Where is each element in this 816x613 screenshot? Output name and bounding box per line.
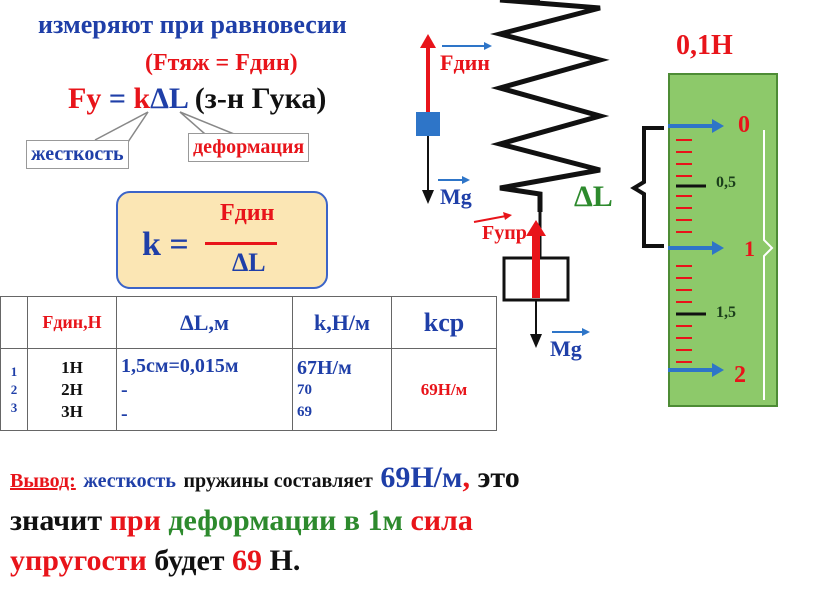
conclusion-w2: пружины составляет xyxy=(183,470,373,492)
deltas-cell: 1,5см=0,015м-- xyxy=(116,348,293,431)
ruler-tick-2: 2 xyxy=(734,362,746,388)
mg-bottom-label: Mg xyxy=(550,336,582,361)
stiffness-label: жесткость xyxy=(26,140,129,169)
delta-l-label: ΔL xyxy=(574,180,613,213)
title: измеряют при равновесии xyxy=(38,10,347,39)
formula-lhs: k = xyxy=(142,226,189,263)
hooke-lhs: Fy xyxy=(68,82,102,115)
ruler xyxy=(668,73,778,407)
header-kavg: kср xyxy=(391,296,497,349)
conclusion-w8: сила xyxy=(410,504,473,537)
header-delta: ΔL,м xyxy=(116,296,293,349)
fraction-bar xyxy=(205,242,277,245)
ruler-tick-1: 1 xyxy=(744,236,755,261)
spring-diagram xyxy=(416,0,610,348)
hooke-law: Fy = kΔL (з-н Гука) xyxy=(68,82,326,116)
k-avg-cell: 69Н/м xyxy=(391,348,497,431)
header-force: Fдин,Н xyxy=(27,296,117,349)
f-upr-label: Fупр xyxy=(482,222,527,244)
hooke-eq: = xyxy=(108,82,126,115)
conclusion-w4a: , xyxy=(462,461,470,494)
equilibrium-equation: (Fтяж = Fдин) xyxy=(145,50,298,76)
conclusion-lead: Вывод: xyxy=(10,470,76,492)
conclusion-w7: деформации в 1м xyxy=(168,504,403,537)
conclusion-w6: при xyxy=(109,504,161,537)
hooke-note: (з-н Гука) xyxy=(194,82,327,115)
conclusion-w11: 69 xyxy=(232,544,262,577)
stiffness-formula-box xyxy=(116,191,328,289)
conclusion-w10: будет xyxy=(154,544,225,577)
f-dyn-label: Fдин xyxy=(440,50,490,75)
conclusion-w5: значит xyxy=(10,504,103,537)
ruler-markings xyxy=(630,119,774,400)
ruler-tick-0-5: 0,5 xyxy=(716,174,736,191)
mg-top-label: Mg xyxy=(440,184,472,209)
formula-numerator: Fдин xyxy=(220,200,275,226)
hooke-k: k xyxy=(133,82,151,115)
header-k: k,Н/м xyxy=(292,296,392,349)
ruler-tick-1-5: 1,5 xyxy=(716,304,736,321)
conclusion-w4: это xyxy=(469,461,520,494)
formula-denominator: ΔL xyxy=(232,248,266,277)
hooke-dl: ΔL xyxy=(150,82,188,115)
conclusion-w1: жесткость xyxy=(83,470,176,492)
table-corner xyxy=(0,296,28,349)
conclusion-w9: упругости xyxy=(10,544,147,577)
conclusion-w3: 69Н/м xyxy=(380,461,463,494)
conclusion-w12: Н. xyxy=(269,544,301,577)
ruler-scale-label: 0,1Н xyxy=(676,30,733,61)
ruler-tick-0: 0 xyxy=(738,112,750,138)
deformation-label: деформация xyxy=(188,133,310,162)
conclusion: Вывод: жесткость пружины составляет 69Н/… xyxy=(10,458,810,581)
